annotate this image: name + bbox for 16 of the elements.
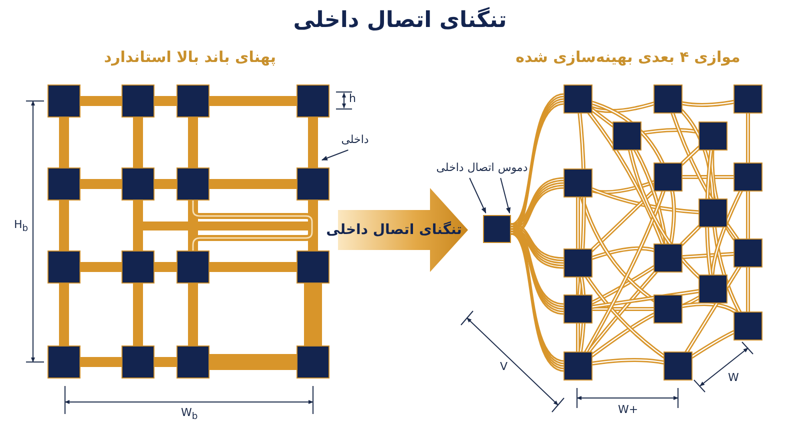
leader-line <box>469 178 486 214</box>
dimension-label: W$_{b}$ <box>181 406 198 422</box>
arrow-label: تنگنای اتصال داخلی <box>326 222 462 238</box>
leader-text: دموس اتصال داخلی <box>420 158 544 176</box>
panel-heading: پهنای باند بالا استاندارد <box>104 48 276 66</box>
leader-text: داخلی <box>338 130 372 148</box>
dimension-label: W+ <box>618 403 638 416</box>
dimension-label: V <box>500 360 508 373</box>
dimension-label: W <box>728 371 739 384</box>
leader-line <box>321 150 349 160</box>
diagram-title: تنگنای اتصال داخلی <box>293 8 507 33</box>
chip-square <box>483 215 511 243</box>
dimension-label: h <box>349 92 356 105</box>
dimension-label: H$_{b}$ <box>14 218 28 234</box>
leader-line <box>500 178 511 214</box>
panel-heading: موازی ۴ بعدی بهینه‌سازی شده <box>516 48 740 66</box>
